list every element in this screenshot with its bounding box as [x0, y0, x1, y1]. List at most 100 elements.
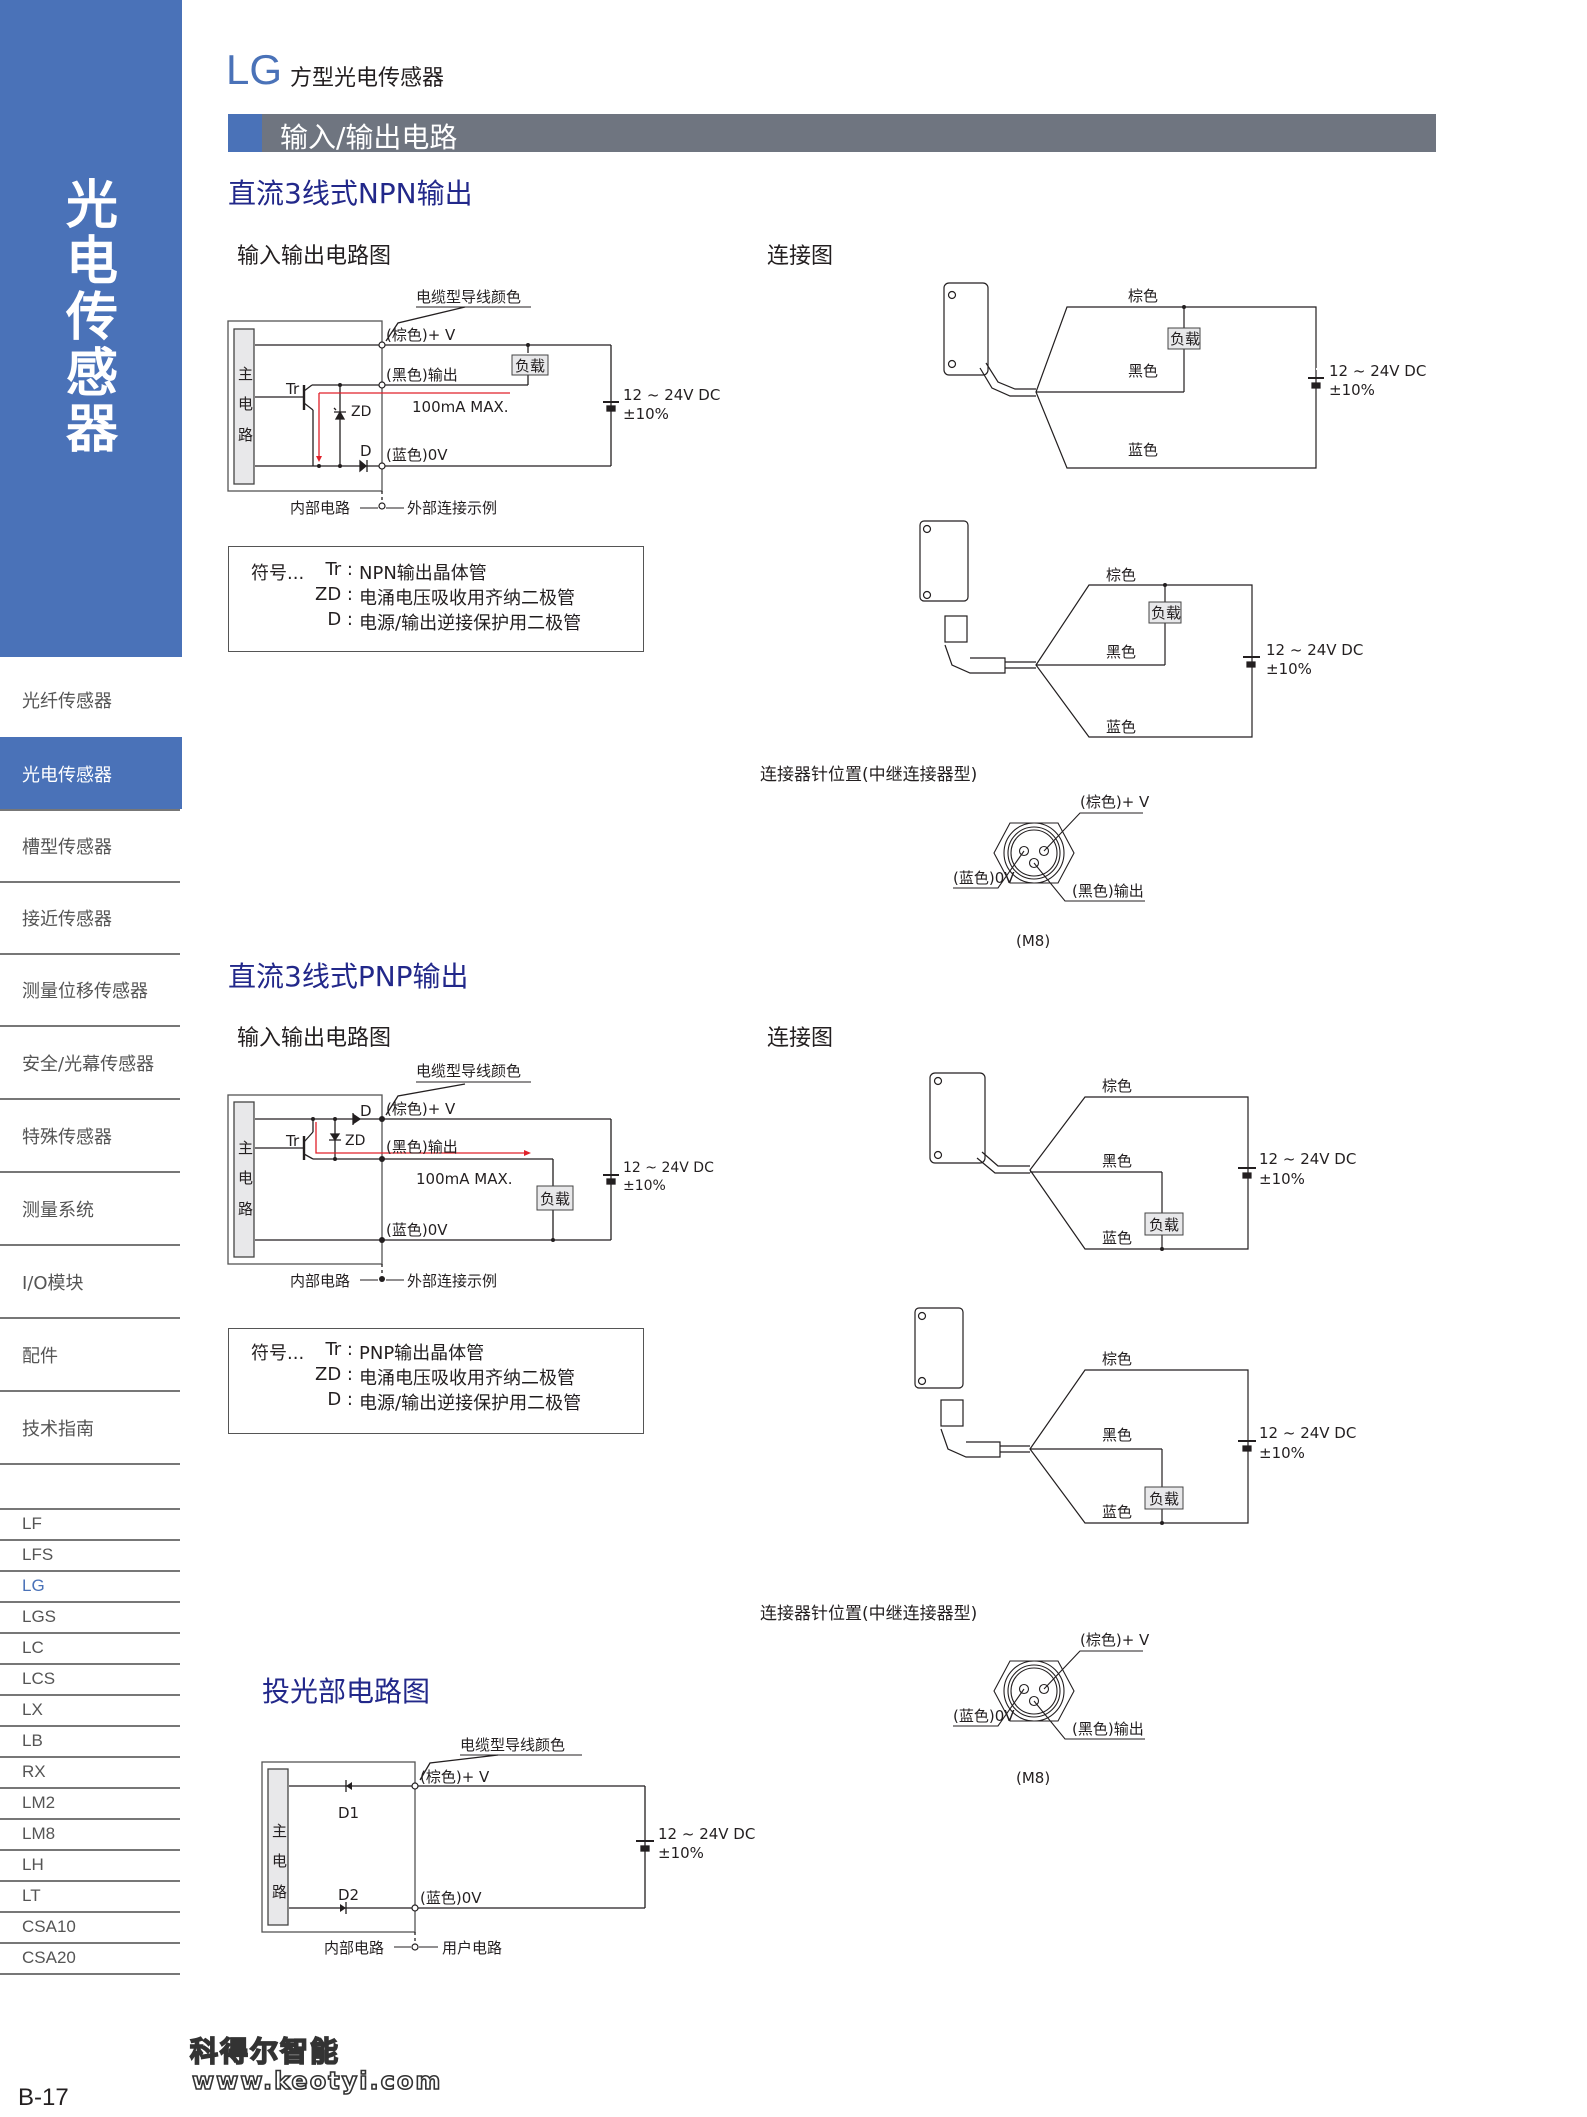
legend-symbol: D : — [327, 609, 353, 630]
sidebar-divider — [0, 1025, 180, 1027]
npn-io-circuit-diagram: 负载 主 电 路 Tr ZD D (棕色)+ V (黑色)输出 (蓝色)0V 1… — [227, 288, 720, 517]
sidebar-category-item[interactable]: 光纤传感器 — [0, 663, 182, 735]
supply-voltage-label: 12 ~ 24V DC — [1266, 641, 1363, 659]
black-output-label: (黑色)输出 — [386, 1138, 458, 1156]
sidebar-category-item[interactable]: 槽型传感器 — [0, 809, 182, 881]
load-box — [511, 354, 549, 376]
main-circuit-char-3: 路 — [272, 1883, 287, 1901]
sidebar-category-item[interactable]: 配件 — [0, 1318, 182, 1390]
sidebar-category-item[interactable]: 技术指南 — [0, 1391, 182, 1463]
section-header-accent — [228, 114, 262, 152]
sidebar-category-item[interactable]: 光电传感器 — [0, 737, 182, 809]
pin-black-label: (黑色)输出 — [1072, 1720, 1144, 1738]
connector-size-label: (M8) — [1016, 932, 1050, 950]
sidebar-category-label: 测量位移传感器 — [22, 981, 148, 1002]
sidebar-category-label: 安全/光幕传感器 — [22, 1054, 155, 1075]
supply-voltage-label: 12 ~ 24V DC — [623, 386, 720, 404]
sidebar-model-item[interactable]: LB — [22, 1731, 43, 1750]
sidebar-category-item[interactable]: 特殊传感器 — [0, 1099, 182, 1171]
legend-desc: NPN输出晶体管 — [359, 563, 487, 584]
sidebar-divider — [0, 1756, 180, 1758]
legend-prefix: 符号... — [251, 1343, 305, 1364]
main-circuit-char-1: 主 — [238, 365, 253, 383]
pin-blue-label: (蓝色)0V — [953, 1707, 1015, 1725]
legend-symbol: Tr : — [325, 1339, 353, 1360]
sidebar-model-item[interactable]: LM2 — [22, 1793, 56, 1812]
brown-plus-v-label: (棕色)+ V — [420, 1768, 490, 1786]
legend-desc: 电源/输出逆接保护用二极管 — [359, 613, 582, 634]
sidebar-model-item[interactable]: LH — [22, 1855, 44, 1874]
sidebar-category-label: 配件 — [22, 1346, 58, 1367]
supply-tolerance-label: ±10% — [1259, 1444, 1305, 1462]
pnp-connector-pin-title: 连接器针位置(中继连接器型) — [760, 1604, 978, 1624]
sidebar-category-item[interactable]: I/O模块 — [0, 1245, 182, 1317]
pnp-io-circuit-diagram: 负载 主 电 路 Tr ZD D (棕色)+ V (黑色)输出 (蓝色)0V 1… — [227, 1062, 714, 1290]
sidebar-divider — [0, 1663, 180, 1665]
wire-black-label: 黑色 — [1128, 362, 1158, 380]
supply-voltage-label: 12 ~ 24V DC — [1329, 362, 1426, 380]
connector-size-label: (M8) — [1016, 1769, 1050, 1787]
main-circuit-char-2: 电 — [272, 1852, 287, 1870]
sidebar-category-label: 光电传感器 — [22, 765, 112, 786]
npn-connection-diagram-connector: 负载 棕色 黑色 蓝色 12 ~ 24V DC ±10% — [919, 520, 1363, 738]
sidebar-divider — [0, 1973, 180, 1975]
sidebar-model-item[interactable]: CSA20 — [22, 1948, 76, 1967]
load-label: 负载 — [1151, 604, 1181, 622]
sidebar-category-item[interactable]: 测量位移传感器 — [0, 953, 182, 1025]
d-label: D — [360, 1102, 372, 1120]
user-circuit-label: 用户电路 — [442, 1939, 502, 1957]
sidebar-model-item[interactable]: CSA10 — [22, 1917, 76, 1936]
sidebar-divider — [0, 1570, 180, 1572]
legend-desc: 电涌电压吸收用齐纳二极管 — [359, 1368, 575, 1389]
main-circuit-block — [233, 328, 255, 485]
sidebar-category-item[interactable]: 接近传感器 — [0, 881, 182, 953]
wire-brown-label: 棕色 — [1102, 1350, 1132, 1368]
sidebar-divider — [0, 1942, 180, 1944]
sidebar-model-item[interactable]: RX — [22, 1762, 46, 1781]
sidebar-category-item[interactable]: 测量系统 — [0, 1172, 182, 1244]
legend-symbol: ZD : — [315, 1364, 353, 1385]
external-example-label: 外部连接示例 — [407, 1272, 497, 1290]
d2-label: D2 — [338, 1886, 359, 1904]
pin-black-label: (黑色)输出 — [1072, 882, 1144, 900]
sidebar-category-label: I/O模块 — [22, 1273, 84, 1294]
max-current-label: 100mA MAX. — [416, 1170, 513, 1188]
internal-circuit-box — [227, 320, 383, 492]
main-circuit-char-1: 主 — [238, 1139, 253, 1157]
load-label: 负载 — [1149, 1216, 1179, 1234]
pnp-symbol-legend: 符号... Tr : PNP输出晶体管 ZD : 电涌电压吸收用齐纳二极管 D … — [228, 1328, 644, 1434]
npn-io-diagram-title: 输入输出电路图 — [237, 244, 392, 269]
pin-brown-label: (棕色)+ V — [1080, 1631, 1150, 1649]
sidebar-model-item[interactable]: LF — [22, 1514, 42, 1533]
main-circuit-char-3: 路 — [238, 1200, 253, 1218]
wire-blue-label: 蓝色 — [1128, 441, 1158, 459]
supply-tolerance-label: ±10% — [1329, 381, 1375, 399]
sidebar-category-label: 槽型传感器 — [22, 837, 112, 858]
wire-blue-label: 蓝色 — [1106, 718, 1136, 736]
sidebar-divider — [0, 1098, 180, 1100]
main-circuit-char-2: 电 — [238, 395, 253, 413]
sidebar-divider — [0, 1911, 180, 1913]
cable-color-note: 电缆型导线颜色 — [416, 1062, 521, 1080]
sidebar-category-title: 光电传感器 — [65, 176, 118, 460]
sidebar-model-item[interactable]: LC — [22, 1638, 44, 1657]
legend-symbol: ZD : — [315, 584, 353, 605]
sidebar-model-item[interactable]: LM8 — [22, 1824, 56, 1843]
sidebar-model-item[interactable]: LG — [22, 1576, 45, 1595]
sidebar-model-item[interactable]: LX — [22, 1700, 43, 1719]
sidebar-model-item[interactable]: LT — [22, 1886, 41, 1905]
supply-tolerance-label: ±10% — [658, 1844, 704, 1862]
cable-color-note: 电缆型导线颜色 — [460, 1736, 565, 1754]
sidebar-divider — [0, 881, 180, 883]
blue-0v-label: (蓝色)0V — [386, 1221, 448, 1239]
sidebar-divider — [0, 1463, 180, 1465]
wire-black-label: 黑色 — [1102, 1426, 1132, 1444]
sidebar-category-item[interactable]: 安全/光幕传感器 — [0, 1026, 182, 1098]
npn-connection-diagram-cable: 负载 棕色 黑色 蓝色 12 ~ 24V DC ±10% — [943, 282, 1426, 469]
load-label: 负载 — [1170, 330, 1200, 348]
sidebar-model-item[interactable]: LGS — [22, 1607, 57, 1626]
sidebar-model-item[interactable]: LCS — [22, 1669, 56, 1688]
watermark-url[interactable]: www.keotyi.com — [191, 2066, 443, 2096]
sidebar-model-item[interactable]: LFS — [22, 1545, 54, 1564]
cable-color-note: 电缆型导线颜色 — [416, 288, 521, 306]
